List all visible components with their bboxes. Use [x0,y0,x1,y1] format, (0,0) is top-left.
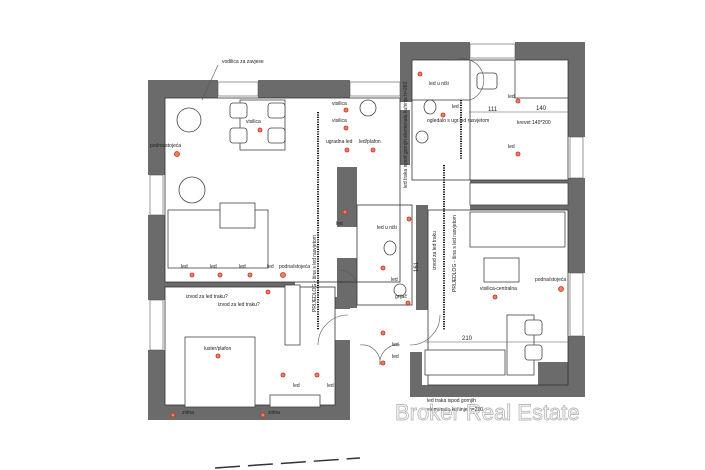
label-led: led [181,264,188,270]
dim-140: 140 [536,106,547,112]
label-kitchen-strip-2: elemenata kuhinje h=210 [427,407,483,413]
label-led: led [210,264,217,270]
label-led: led [239,264,246,270]
label-pendant: visilica [246,119,261,125]
bed-right [514,59,569,99]
label-led: led [508,94,515,100]
label-led: led [392,342,399,348]
dim-210: 210 [462,336,473,342]
label-wall-light: zidna [268,410,280,416]
sofa-right [469,211,566,248]
label-wall-light: zidna [182,410,194,416]
label-led-strip-outlet-v: izvod za led traku [432,231,438,270]
label-led-strip-outlet: izvod za led traku? [218,302,260,308]
label-central-pendant: visilica-centralna [480,286,517,292]
label-floor-lamp: podna/stojeća [535,277,566,283]
label-pendant: visilica [332,118,347,124]
label-built-in-led: ugradna led [326,139,353,145]
watermark: Broker Real Estate [395,400,580,425]
label-led: led [267,264,274,270]
label-led: led [327,383,334,389]
label-ceiling-led: led/plafon [359,139,381,145]
labels: vodilica za zavjese podna/stojeća visili… [150,59,568,416]
label-led: led [391,277,398,283]
label-track-proposal: PRIJEDLOG - šina s led rasvjetom [452,215,458,292]
label-led: led [508,144,515,150]
dim-161: 161 [414,261,420,272]
label-led-strip-outlet: izvod za led traku? [186,294,228,300]
kitchen-counter [424,349,506,376]
label-curtain-rail: vodilica za zavjese [222,59,264,65]
label-pendant: visilica [332,101,347,107]
interior-lines [164,59,569,406]
label-kitchen-strip-upper: led traka ispod gornjih elemenata kuhinj… [403,81,409,188]
label-led: led [293,383,300,389]
label-led: led [452,104,459,110]
sink-icon [415,130,429,144]
coffee-table [219,202,256,229]
label-floor-lamp: podna/stojeća [279,264,310,270]
label-chandelier: luster/plafon [204,346,231,352]
toilet-icon [423,99,437,115]
coffee-table-right [483,257,520,283]
label-niche-led: led u niši [429,81,449,87]
stove-icon [359,99,377,117]
label-led: led [336,221,343,227]
furniture [167,58,569,408]
bottom-line [214,457,361,469]
windows [149,43,584,351]
armchair [176,107,202,133]
bed-left [184,336,256,408]
label-led: led [392,354,399,360]
wardrobe [469,182,569,206]
dim-111: 111 [488,107,498,113]
light-markers [170,71,564,418]
label-kitchen-strip-1: led traka ispod gornjih [427,398,476,404]
label-mirror: ogledalo s ugr.led rasvjetom [427,118,489,124]
label-niche-led: led u niši [377,225,397,231]
label-heater: grijač [395,294,407,300]
label-bed: krevet 140*200 [517,120,551,126]
label-track-proposal: PRIJEDLOG - šina s led rasvjetom [312,235,318,312]
label-floor-lamp: podna/stojeća [150,143,181,149]
